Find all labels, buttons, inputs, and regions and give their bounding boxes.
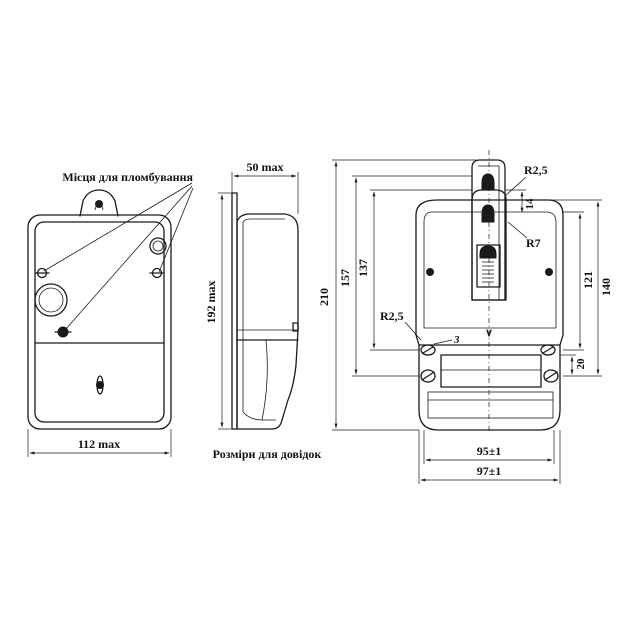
side-mounting-plate xyxy=(231,192,238,430)
radius-left-leader xyxy=(404,321,422,341)
front-window xyxy=(34,283,68,317)
front-indicator-circle xyxy=(149,237,167,255)
dim-140-label: 140 xyxy=(599,278,613,296)
front-view: 112 max Місця для пломбування xyxy=(27,170,194,457)
rear-terminal-block xyxy=(440,354,542,388)
side-depth-label: 50 max xyxy=(247,160,284,174)
side-height-label: 192 max xyxy=(204,281,218,324)
radius-top-leader xyxy=(504,176,527,197)
callout-3-leader xyxy=(433,339,453,345)
dim-20-label: 20 xyxy=(575,358,587,370)
width-95-label: 95±1 xyxy=(477,444,502,458)
seal-leader-left xyxy=(43,182,193,272)
front-width-label: 112 max xyxy=(78,437,120,451)
seal-leader-right xyxy=(158,187,194,273)
reference-dims-label: Розміри для довідок xyxy=(213,447,322,461)
front-outer-housing xyxy=(27,214,172,430)
rear-bracket-latch xyxy=(476,244,501,288)
dim-14-label: 14 xyxy=(524,198,536,210)
rear-mount-hole-left xyxy=(426,268,434,276)
rear-foot-bottom-left xyxy=(420,369,436,383)
rear-outer-housing xyxy=(415,199,564,431)
terminal-cover-screw xyxy=(96,375,104,395)
side-view: 192 max 50 max Розміри для довідок xyxy=(204,160,321,461)
rear-bracket-raised xyxy=(471,159,506,301)
dim-137-label: 137 xyxy=(356,259,370,277)
dim-157-label: 157 xyxy=(338,269,352,287)
radius-7-label: R7 xyxy=(526,236,541,250)
seal-screw-center xyxy=(54,326,72,338)
rear-foot-right xyxy=(540,344,556,356)
seal-screw-right xyxy=(149,267,165,279)
dim-121-label: 121 xyxy=(581,271,595,289)
rear-foot-bottom-right xyxy=(543,369,559,383)
hanging-hole xyxy=(95,200,103,208)
seal-screw-left xyxy=(34,267,50,279)
side-body xyxy=(236,213,299,430)
rear-foot-left xyxy=(420,344,436,356)
seal-places-label: Місця для пломбування xyxy=(62,170,193,184)
width-97-label: 97±1 xyxy=(477,464,502,478)
dim-210-label: 210 xyxy=(317,288,331,306)
seal-leader-center xyxy=(64,185,193,331)
rear-mount-hole-right xyxy=(545,268,553,276)
callout-3-label: 3 xyxy=(453,334,460,346)
front-hanging-ear xyxy=(79,189,119,217)
front-inner-cover xyxy=(34,221,165,423)
radius-left-label: R2,5 xyxy=(380,309,404,323)
radius-top-label: R2,5 xyxy=(524,163,548,177)
rear-view: 210 157 137 140 121 20 14 R2,5 R7 R2,5 3 xyxy=(317,150,613,484)
radius-7-leader xyxy=(507,221,528,239)
